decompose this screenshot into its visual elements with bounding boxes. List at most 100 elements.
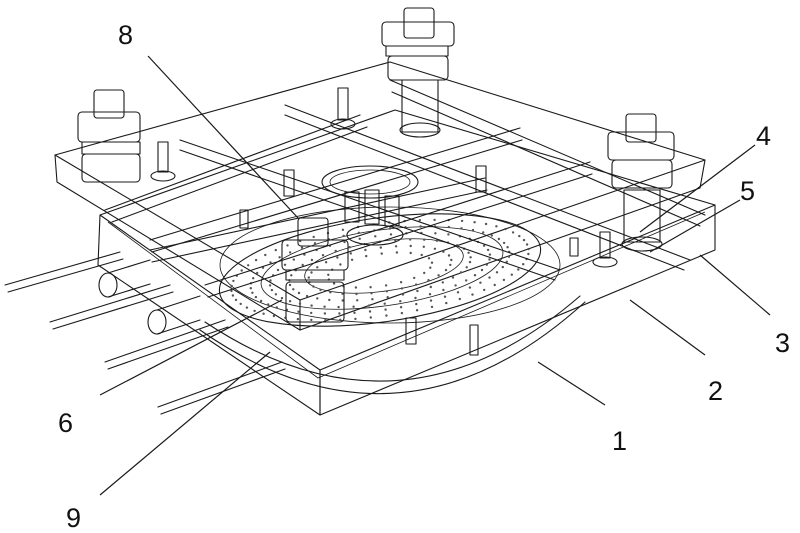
perforation-hole	[253, 310, 255, 312]
perforation-hole	[235, 299, 237, 301]
perforation-hole	[232, 280, 234, 282]
callout-6: 6	[58, 408, 73, 438]
callout-2: 2	[708, 376, 723, 406]
perforation-hole	[385, 314, 387, 316]
perforation-hole	[429, 293, 431, 295]
perforation-hole	[275, 249, 277, 251]
perforation-hole	[452, 276, 454, 278]
perforation-hole	[430, 299, 432, 301]
perforation-hole	[503, 279, 505, 281]
perforation-hole	[487, 249, 489, 251]
perforation-hole	[502, 266, 504, 268]
perforation-hole	[310, 304, 312, 306]
perforation-hole	[450, 259, 452, 261]
perforation-hole	[264, 254, 266, 256]
perforation-hole	[506, 246, 508, 248]
perforation-hole	[281, 297, 283, 299]
perforation-hole	[380, 246, 382, 248]
perforation-hole	[460, 227, 462, 229]
perforation-hole	[395, 245, 397, 247]
perforation-hole	[374, 235, 376, 237]
perforation-hole	[428, 257, 430, 259]
perforation-hole	[471, 293, 473, 295]
perforation-hole	[457, 291, 459, 293]
perforation-hole	[486, 264, 488, 266]
perforation-hole	[504, 228, 506, 230]
perforation-hole	[358, 232, 360, 234]
perforation-hole	[445, 269, 447, 271]
perforation-hole	[341, 293, 343, 295]
perforation-hole	[517, 268, 519, 270]
perforation-hole	[479, 282, 481, 284]
perforation-hole	[489, 253, 491, 255]
perforation-hole	[389, 227, 391, 229]
perforation-hole	[434, 248, 436, 250]
perforation-hole	[293, 258, 295, 260]
perforation-hole	[491, 234, 493, 236]
perforation-hole	[297, 311, 299, 313]
perforation-hole	[322, 254, 324, 256]
bolt-left	[78, 90, 140, 182]
perforation-hole	[527, 253, 529, 255]
perforation-hole	[498, 238, 500, 240]
perforation-hole	[275, 293, 277, 295]
inlet-pipes	[5, 252, 285, 414]
perforation-hole	[277, 269, 279, 271]
perforation-hole	[316, 266, 318, 268]
perforation-hole	[386, 290, 388, 292]
perforation-hole	[503, 242, 505, 244]
perforation-hole	[290, 274, 292, 276]
perforation-hole	[255, 259, 257, 261]
perforation-hole	[518, 235, 520, 237]
perforation-hole	[353, 312, 355, 314]
perforation-hole	[400, 281, 402, 283]
bottom-round-housing	[200, 207, 585, 394]
perforation-hole	[247, 264, 249, 266]
perforation-hole	[252, 277, 254, 279]
perforation-hole	[384, 303, 386, 305]
perforation-hole	[469, 261, 471, 263]
perforation-hole	[448, 254, 450, 256]
perforation-hole	[255, 296, 257, 298]
callout-9: 9	[66, 503, 81, 533]
perforation-hole	[292, 288, 294, 290]
perforation-hole	[289, 284, 291, 286]
perforation-hole	[473, 221, 475, 223]
perforation-hole	[483, 289, 485, 291]
perforation-hole	[402, 293, 404, 295]
perforation-hole	[421, 254, 423, 256]
perforation-hole	[488, 276, 490, 278]
perforation-hole	[437, 274, 439, 276]
perforation-hole	[410, 252, 412, 254]
perforation-hole	[512, 231, 514, 233]
perforation-hole	[301, 247, 303, 249]
bolt-top-center	[382, 8, 454, 137]
perforation-hole	[297, 318, 299, 320]
perforation-hole	[401, 312, 403, 314]
perforation-hole	[496, 271, 498, 273]
perforation-hole	[523, 239, 525, 241]
perforation-hole	[327, 274, 329, 276]
perforation-hole	[240, 303, 242, 305]
perforation-hole	[423, 239, 425, 241]
perforation-hole	[444, 296, 446, 298]
perforation-hole	[310, 271, 312, 273]
perforation-hole	[269, 284, 271, 286]
perforation-hole	[278, 256, 280, 258]
perforation-hole	[448, 226, 450, 228]
perforation-hole	[250, 287, 252, 289]
perforation-hole	[429, 267, 431, 269]
perforation-hole	[474, 274, 476, 276]
perforation-hole	[306, 295, 308, 297]
perforation-hole	[527, 248, 529, 250]
perforation-hole	[467, 252, 469, 254]
lower-plate	[98, 110, 715, 415]
perforation-hole	[494, 284, 496, 286]
perforation-hole	[430, 286, 432, 288]
perforation-hole	[354, 318, 356, 320]
perforation-hole	[419, 225, 421, 227]
perforation-hole	[342, 229, 344, 231]
perforation-hole	[431, 306, 433, 308]
perforation-hole	[400, 306, 402, 308]
perforation-hole	[410, 245, 412, 247]
